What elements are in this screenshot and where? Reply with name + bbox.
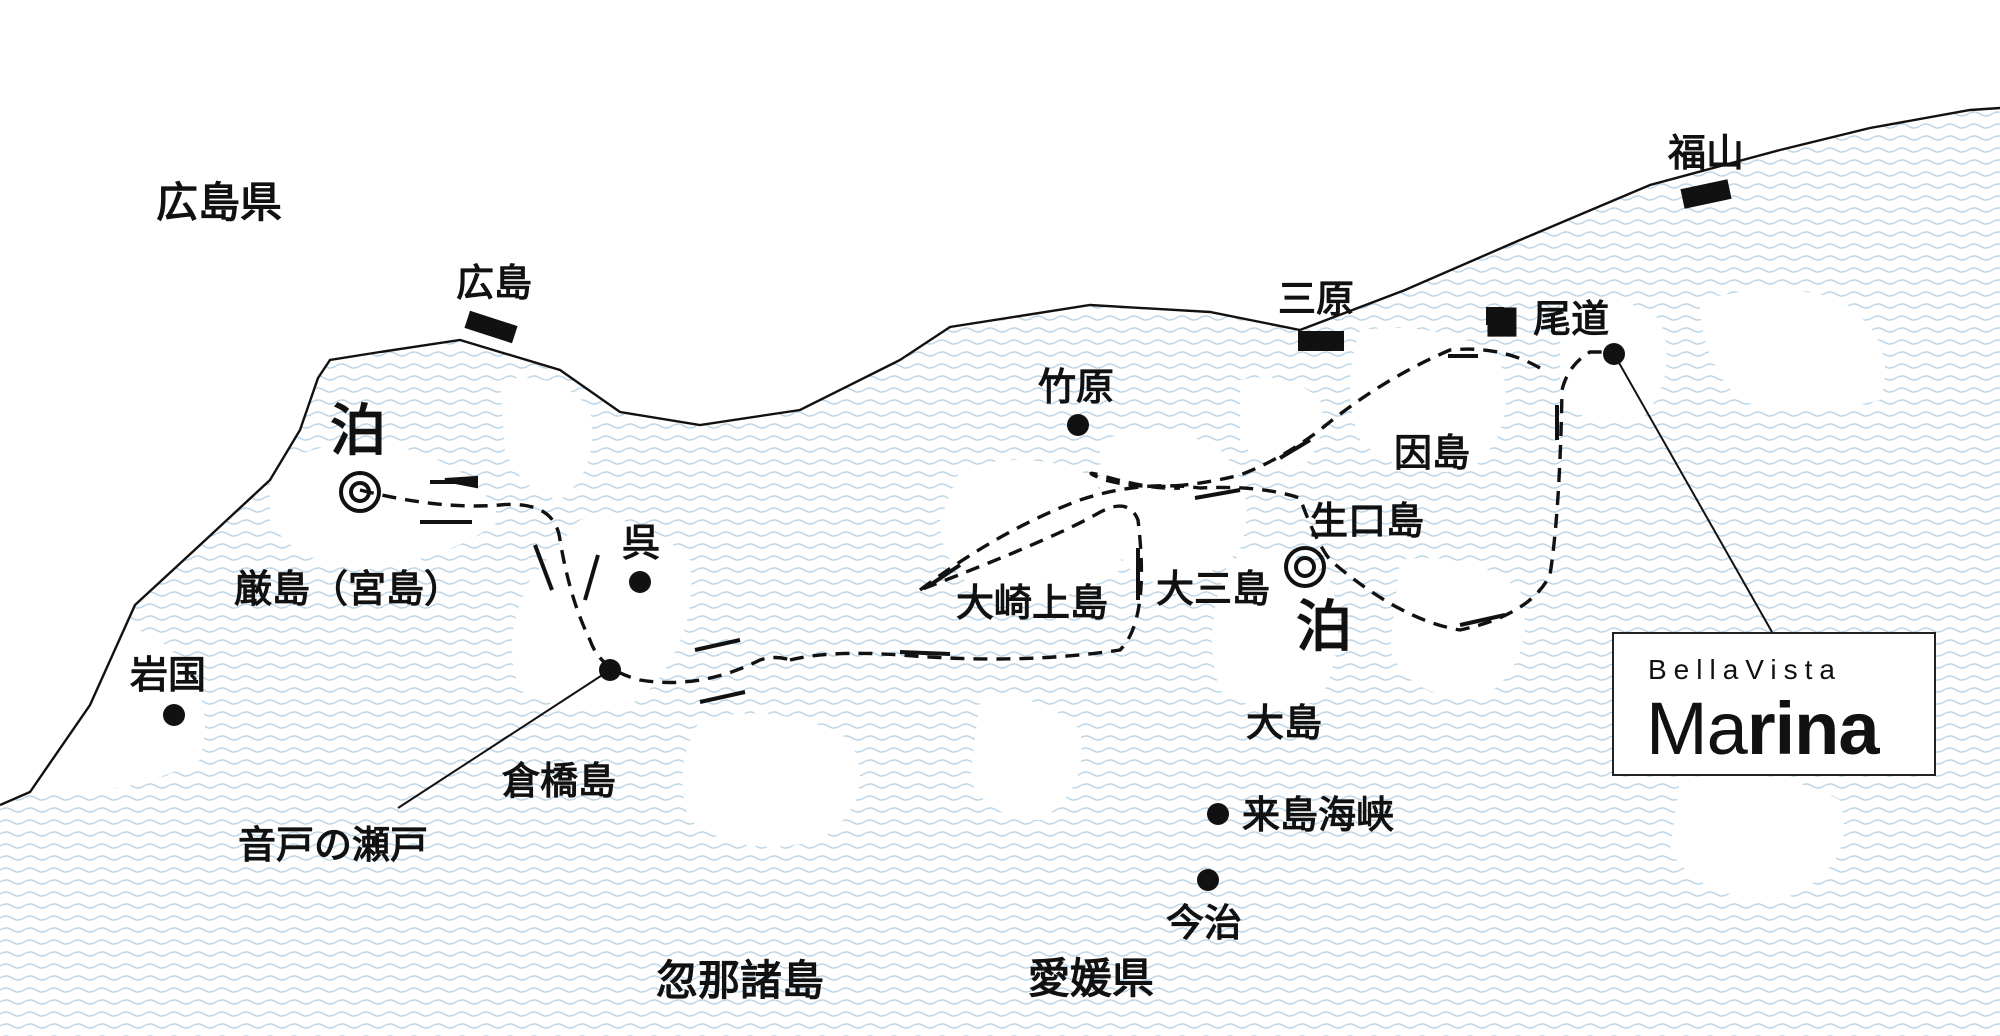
label-mihara: 三原 xyxy=(1278,277,1355,321)
takehara-dot xyxy=(1067,414,1089,436)
arrow-3 xyxy=(533,544,554,591)
arrow-7 xyxy=(899,650,951,656)
cruise-route xyxy=(359,347,1612,685)
label-oshima: 大島 xyxy=(1246,701,1323,745)
label-kure: 呉 xyxy=(622,521,661,565)
fukuyama-station xyxy=(1680,179,1732,209)
label-itsukushima: 厳島（宮島） xyxy=(234,567,463,611)
logo-line1: BellaVista xyxy=(1648,654,1843,685)
hiroshima-station xyxy=(464,310,518,344)
route-arrows xyxy=(420,354,1559,704)
label-iwakuni: 岩国 xyxy=(130,653,207,697)
label-ikuchijima: 生口島 xyxy=(1310,499,1425,543)
label-omishima: 大三島 xyxy=(1156,567,1271,611)
kure-dot xyxy=(629,571,651,593)
ondo-leader xyxy=(397,669,611,809)
leader-lines xyxy=(397,353,1773,809)
label-osakikamijima: 大崎上島 xyxy=(956,581,1109,625)
label-hiroshima-pref: 広島県 xyxy=(156,178,283,227)
iwakuni-dot xyxy=(163,704,185,726)
label-ehime-pref: 愛媛県 xyxy=(1028,954,1155,1003)
station-marks xyxy=(464,179,1732,351)
arrow-6 xyxy=(699,690,746,704)
label-onomichi: ■ 尾道 xyxy=(1484,297,1610,341)
label-kutsuna: 忽那諸島 xyxy=(656,956,825,1005)
label-kurushima: 来島海峡 xyxy=(1242,793,1395,837)
logo-line2: Marina xyxy=(1646,686,1880,771)
arrow-5 xyxy=(694,638,741,652)
label-fukuyama: 福山 xyxy=(1668,131,1745,175)
kurushima-dot xyxy=(1207,803,1229,825)
mihara-station xyxy=(1298,331,1344,351)
islands xyxy=(0,290,1885,900)
logo-line2-light: Ma xyxy=(1646,687,1748,770)
stay-east-mark xyxy=(1284,546,1326,588)
label-innoshima: 因島 xyxy=(1394,431,1471,475)
label-ondo: 音戸の瀬戸 xyxy=(238,823,429,867)
label-imabari: 今治 xyxy=(1166,901,1243,945)
arrow-4 xyxy=(583,554,600,601)
imabari-dot xyxy=(1197,869,1219,891)
label-takehara: 竹原 xyxy=(1038,365,1115,409)
label-kurashima: 倉橋島 xyxy=(502,759,617,803)
arrow-9 xyxy=(928,563,962,587)
arrow-12 xyxy=(1459,613,1506,627)
logo-line2-bold: rina xyxy=(1746,687,1880,770)
label-stay-east: 泊 xyxy=(1296,595,1352,660)
logo-leader xyxy=(1613,353,1773,633)
label-hiroshima: 広島 xyxy=(456,261,533,305)
onomichi-mark xyxy=(1486,307,1504,325)
label-stay-west: 泊 xyxy=(330,399,386,464)
stay-marks xyxy=(339,471,1326,588)
arrow-1 xyxy=(430,475,478,489)
arrow-11 xyxy=(1278,438,1312,460)
bellavista-marina-logo: BellaVista Marina xyxy=(1612,632,1936,776)
stay-west-mark xyxy=(339,471,381,513)
coastline xyxy=(0,106,2000,807)
arrow-10 xyxy=(1194,488,1241,500)
